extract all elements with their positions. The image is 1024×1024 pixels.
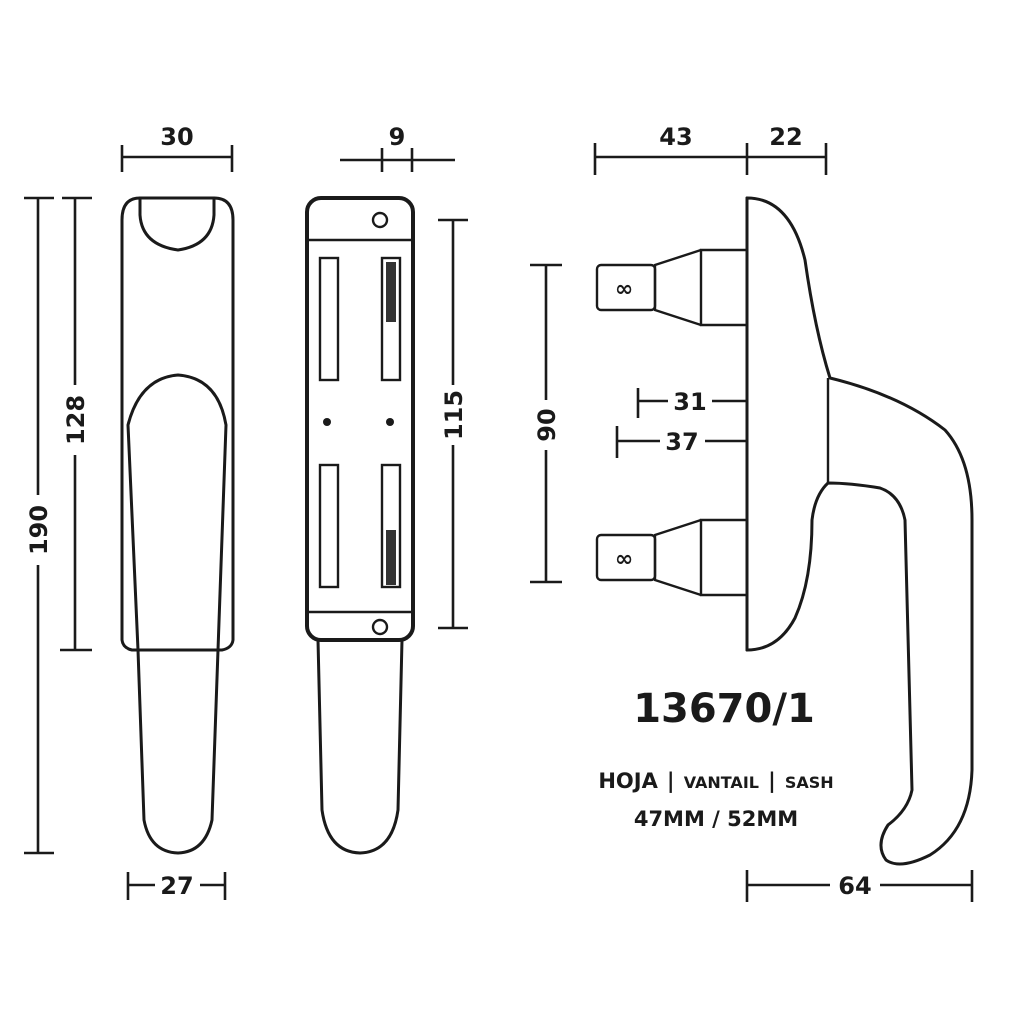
dim-label-30: 30	[160, 123, 193, 151]
spindle-top: ∞	[595, 248, 747, 327]
dim-label-22: 22	[769, 123, 802, 151]
dim-front-width-bottom: 27	[126, 872, 227, 900]
side-handle-outline	[745, 196, 974, 866]
pin-hole	[323, 418, 331, 426]
dim-side-31: 31	[636, 388, 747, 418]
sash-sizes: 47MM / 52MM	[634, 807, 798, 831]
slot	[318, 463, 340, 589]
dim-side-top: 43 22	[593, 123, 828, 175]
slot	[380, 463, 402, 589]
front-lever-outline	[126, 373, 228, 855]
back-plate-outline	[305, 196, 415, 642]
dim-front-width-top: 30	[120, 123, 234, 172]
dim-label-90: 90	[533, 408, 561, 441]
product-code: 13670/1	[633, 686, 815, 732]
dim-label-9: 9	[389, 123, 406, 151]
dim-label-115: 115	[440, 390, 468, 440]
infinity-icon: ∞	[615, 547, 633, 572]
slot	[380, 256, 402, 382]
slot	[318, 256, 340, 382]
screw-hole-top	[371, 211, 389, 229]
dim-label-190: 190	[25, 505, 53, 555]
screw-hole-bottom	[371, 618, 389, 636]
dim-label-37: 37	[665, 428, 698, 456]
front-rose-outline	[120, 196, 235, 652]
front-view: 30 190 128 27	[24, 123, 235, 900]
spindle-bottom: ∞	[595, 518, 747, 597]
dim-label-27: 27	[160, 872, 193, 900]
dim-label-31: 31	[673, 388, 706, 416]
back-lever-outline	[316, 638, 404, 855]
pin-hole	[386, 418, 394, 426]
dim-front-height-cover: 128	[60, 196, 92, 652]
front-top-notch	[138, 196, 216, 252]
back-view: 9 115	[305, 123, 468, 855]
dim-label-43: 43	[659, 123, 692, 151]
dim-side-projection: 64	[745, 870, 974, 902]
dim-side-screw-spacing: 90	[530, 263, 562, 584]
dim-side-37: 37	[615, 426, 747, 458]
sash-label: HOJA | VANTAIL | SASH	[598, 769, 833, 794]
side-view: 43 22 90 ∞ ∞	[530, 123, 974, 902]
infinity-icon: ∞	[615, 277, 633, 302]
dim-front-height-total: 190	[24, 196, 54, 855]
dim-label-128: 128	[62, 395, 90, 445]
dim-label-64: 64	[838, 872, 871, 900]
product-label: 13670/1 HOJA | VANTAIL | SASH 47MM / 52M…	[598, 686, 833, 831]
dim-back-thickness: 9	[340, 123, 455, 172]
dim-back-plate-height: 115	[438, 218, 468, 630]
